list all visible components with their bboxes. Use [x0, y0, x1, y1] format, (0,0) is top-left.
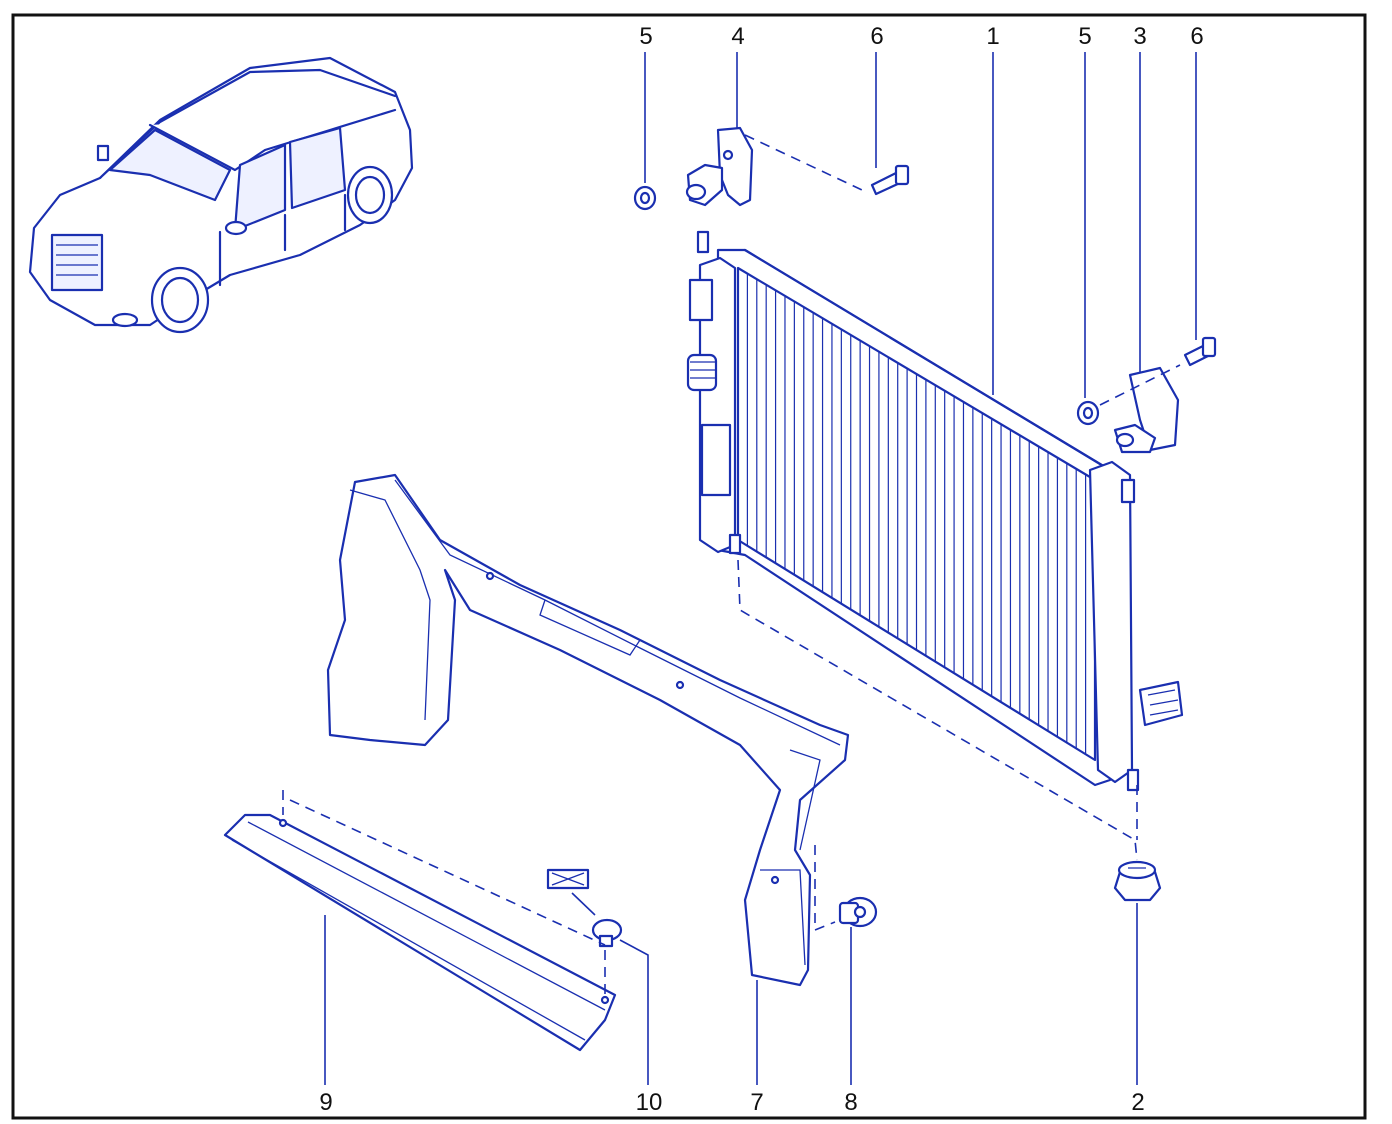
callout-3: 3: [1133, 23, 1146, 50]
fastener-with-tag: [546, 868, 623, 948]
callout-6-right: 6: [1190, 23, 1203, 50]
push-clip: [838, 896, 878, 928]
callouts: 5 4 6 1 5 3 6 9 10 7 8 2: [319, 23, 1203, 1116]
callout-5-left: 5: [639, 23, 652, 50]
lower-mount: [1113, 860, 1162, 902]
left-grommet: [633, 185, 657, 211]
callout-8: 8: [844, 1089, 857, 1116]
callout-4: 4: [731, 23, 744, 50]
callout-2: 2: [1131, 1089, 1144, 1116]
left-bolt: [870, 164, 910, 196]
right-bolt: [1183, 336, 1217, 367]
upper-right-bracket: [1113, 366, 1180, 454]
right-grommet: [1076, 400, 1100, 426]
callout-7: 7: [750, 1089, 763, 1116]
callout-10: 10: [636, 1089, 663, 1116]
leader-lines: [324, 52, 1197, 1085]
air-deflector-frame: [326, 473, 850, 987]
lower-deflector-strip: [223, 813, 617, 1052]
radiator: [686, 230, 1184, 792]
assembly-lines: [282, 134, 1181, 995]
callout-5-right: 5: [1078, 23, 1091, 50]
callout-6-left: 6: [870, 23, 883, 50]
car-locator-icon: [28, 56, 414, 334]
callout-1: 1: [986, 23, 999, 50]
upper-left-bracket: [685, 126, 754, 207]
callout-9: 9: [319, 1089, 332, 1116]
